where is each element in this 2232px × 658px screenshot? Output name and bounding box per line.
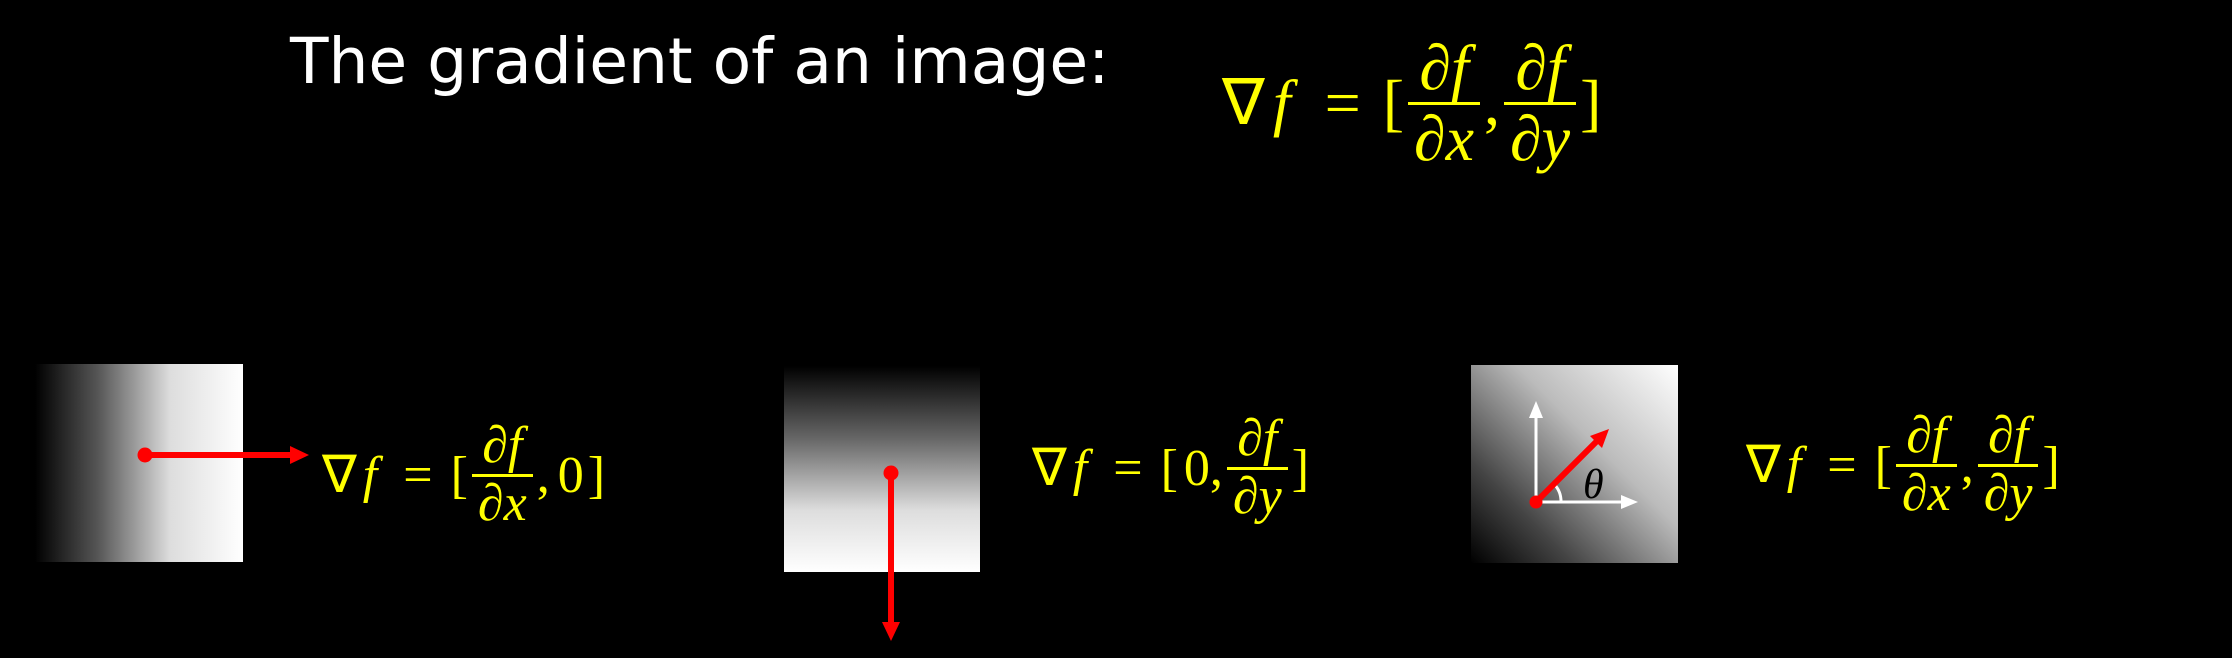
vertical-gradient-equation: ∇ f = [ 0 , ∂f ∂y ] [1032,378,1309,558]
vertical-gradient-image [784,366,980,572]
comma: , [1209,439,1223,497]
nabla-symbol: ∇ [1746,437,1781,494]
slide-title: The gradient of an image: [290,25,1110,98]
partial-y-fraction: ∂f ∂y [1977,406,2039,522]
diagonal-gradient-equation: ∇ f = [ ∂f ∂x , ∂f ∂y ] [1746,375,2060,555]
nabla-symbol: ∇ [1032,440,1067,497]
fraction-numerator: ∂f [1237,409,1278,467]
right-bracket: ] [1580,67,1602,138]
equals-sign: = [1324,67,1361,138]
arrow-head [290,446,309,464]
horizontal-gradient-image [35,364,243,562]
nabla-symbol: ∇ [1222,67,1265,138]
partial-y-fraction: ∂f ∂y [1226,409,1288,525]
fraction-bar [1408,101,1481,105]
fraction-denominator: ∂y [1510,102,1571,174]
fraction-bar [1226,466,1288,470]
fraction-numerator: ∂f [1515,32,1565,104]
function-f: f [1786,436,1802,494]
partial-x-fraction: ∂f ∂x [1895,406,1957,522]
fraction-bar [1895,463,1957,467]
comma: , [1960,436,1974,494]
arrow-head [882,622,900,641]
equals-sign: = [1827,436,1857,494]
left-bracket: [ [1382,67,1404,138]
comma: , [536,446,550,504]
right-bracket: ] [1291,439,1310,497]
fraction-denominator: ∂x [477,474,527,532]
partial-x-fraction: ∂f ∂x [471,416,533,532]
zero-component: 0 [557,446,584,504]
right-bracket: ] [2042,436,2060,494]
fraction-denominator: ∂x [1901,464,1951,522]
left-bracket: [ [450,446,468,504]
equals-sign: = [403,446,433,504]
fraction-bar [1504,101,1577,105]
horizontal-gradient-equation: ∇ f = [ ∂f ∂x , 0 ] [322,385,605,565]
equals-sign: = [1113,439,1143,497]
comma: , [1484,67,1501,138]
zero-component: 0 [1183,439,1210,497]
fraction-numerator: ∂f [1988,406,2029,464]
diagonal-gradient-image [1471,365,1678,563]
partial-y-fraction: ∂f ∂y [1504,32,1577,174]
fraction-numerator: ∂f [482,416,523,474]
left-bracket: [ [1874,436,1892,494]
function-f: f [1072,439,1088,497]
fraction-bar [1977,463,2039,467]
fraction-bar [471,473,533,477]
function-f: f [362,446,378,504]
right-bracket: ] [587,446,606,504]
nabla-symbol: ∇ [322,447,357,504]
partial-x-fraction: ∂f ∂x [1408,32,1481,174]
fraction-denominator: ∂y [1983,464,2033,522]
fraction-denominator: ∂y [1232,467,1282,525]
left-bracket: [ [1160,439,1178,497]
main-gradient-equation: ∇ f = [ ∂f ∂x , ∂f ∂y ] [1222,8,1601,198]
fraction-denominator: ∂x [1414,102,1475,174]
function-f: f [1272,67,1291,138]
fraction-numerator: ∂f [1906,406,1947,464]
fraction-numerator: ∂f [1419,32,1469,104]
